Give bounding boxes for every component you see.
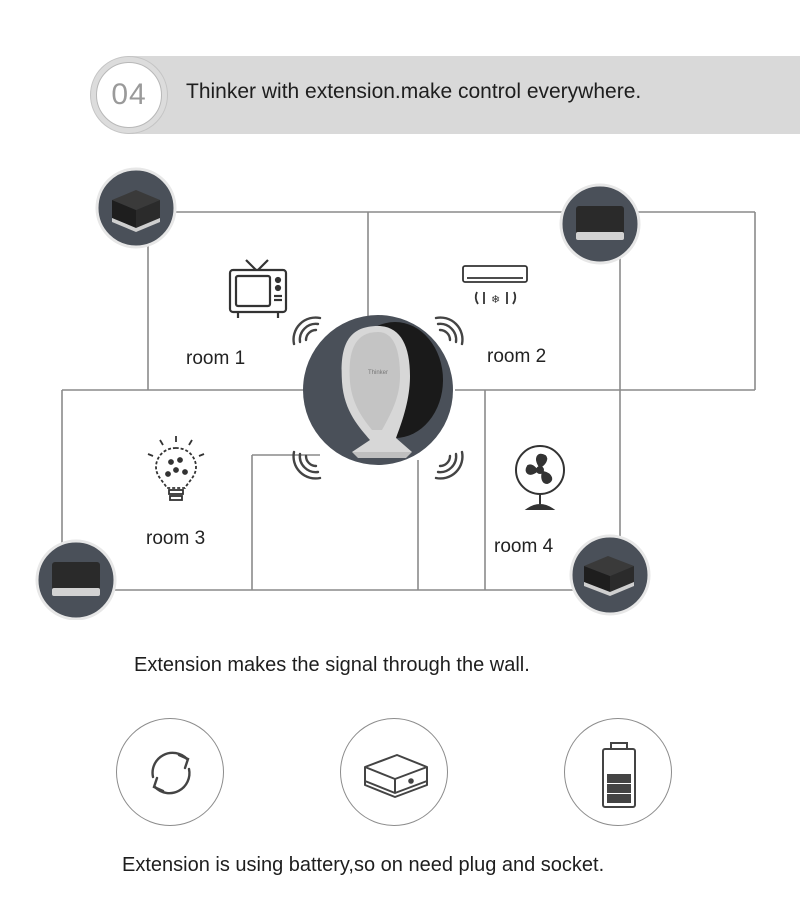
fan-icon xyxy=(515,445,565,510)
battery-icon xyxy=(602,742,636,808)
feature-extension xyxy=(340,718,448,826)
signal-caption: Extension makes the signal through the w… xyxy=(134,654,530,676)
page-title: Thinker with extension.make control ever… xyxy=(186,80,642,103)
extension-box-outline-icon xyxy=(364,754,428,798)
extension-device-icon xyxy=(569,534,651,616)
step-badge-inner xyxy=(96,62,162,128)
extension-device-icon xyxy=(95,167,177,249)
feature-battery xyxy=(564,718,672,826)
sync-arrows-icon xyxy=(151,751,191,795)
smart-hub-icon: Thinker xyxy=(303,315,453,465)
battery-caption: Extension is using battery,so on need pl… xyxy=(122,854,605,876)
tv-icon xyxy=(228,259,288,318)
room-label: room 1 xyxy=(186,348,246,369)
svg-text:❄: ❄ xyxy=(491,293,500,306)
step-number: 04 xyxy=(111,78,147,111)
extension-device-icon xyxy=(35,539,117,620)
floor-plan-diagram: Thinker ❄ xyxy=(35,167,756,620)
extension-device-icon xyxy=(559,183,641,265)
signal-wave-icon xyxy=(292,450,322,480)
room-label: room 4 xyxy=(494,536,554,557)
signal-wave-icon xyxy=(434,450,464,480)
signal-wave-icon xyxy=(292,316,322,346)
room-label: room 2 xyxy=(487,346,547,367)
header-bar xyxy=(130,56,800,134)
signal-wave-icon xyxy=(434,316,464,346)
air-conditioner-icon: ❄ xyxy=(462,265,528,306)
svg-text:Thinker: Thinker xyxy=(368,370,388,376)
light-bulb-icon xyxy=(147,436,205,501)
feature-sync xyxy=(116,718,224,826)
room-label: room 3 xyxy=(146,528,206,549)
